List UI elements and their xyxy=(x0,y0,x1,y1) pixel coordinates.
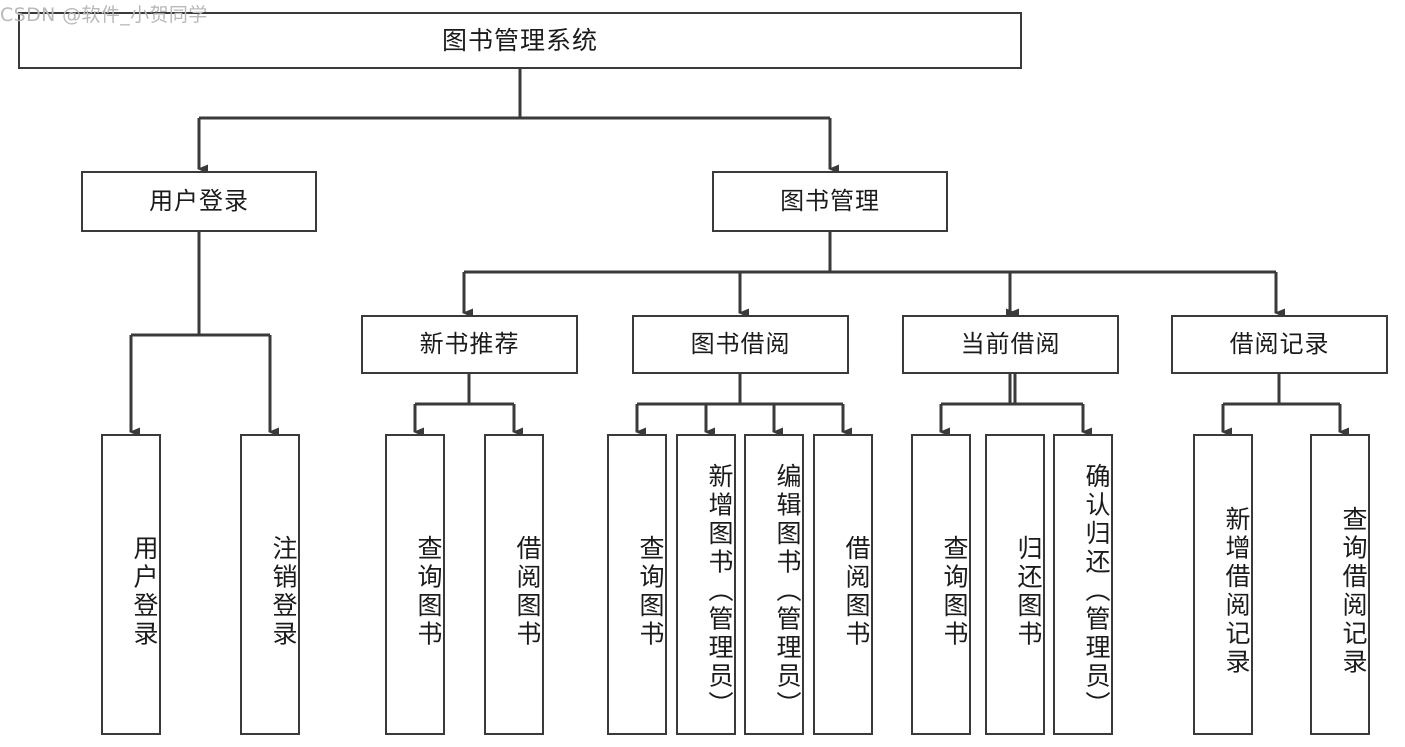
node-leaf-query-book-borrow[interactable]: 查询图书 xyxy=(607,434,667,735)
node-label: 查询图书 xyxy=(414,534,443,649)
node-label: 当前借阅 xyxy=(960,330,1061,359)
node-leaf-add-borrow-record[interactable]: 新增借阅记录 xyxy=(1193,434,1253,735)
node-user-login[interactable]: 用户登录 xyxy=(81,171,317,232)
node-leaf-edit-book-admin[interactable]: 编辑图书（管理员） xyxy=(744,434,804,735)
csdn-watermark: CSDN @软件_小贺同学 xyxy=(0,4,208,26)
node-leaf-query-book-rec[interactable]: 查询图书 xyxy=(385,434,445,735)
node-label: 借阅记录 xyxy=(1229,330,1330,359)
node-label: 编辑图书（管理员） xyxy=(773,463,802,720)
node-leaf-borrow-book-rec[interactable]: 借阅图书 xyxy=(484,434,544,735)
node-label: 图书管理 xyxy=(780,187,880,216)
node-label: 确认归还（管理员） xyxy=(1082,463,1111,720)
node-borrow-record[interactable]: 借阅记录 xyxy=(1171,315,1388,374)
node-label: 借阅图书 xyxy=(842,534,871,649)
node-label: 查询图书 xyxy=(940,534,969,649)
node-label: 注销登录 xyxy=(269,534,298,649)
node-label: 图书借阅 xyxy=(690,330,791,359)
node-label: 新增借阅记录 xyxy=(1222,506,1251,677)
node-label: 用户登录 xyxy=(149,187,249,216)
node-label: 查询借阅记录 xyxy=(1339,506,1368,677)
node-book-borrow[interactable]: 图书借阅 xyxy=(632,315,849,374)
node-label: 新书推荐 xyxy=(419,330,520,359)
node-label: 归还图书 xyxy=(1014,534,1043,649)
node-leaf-query-borrow-record[interactable]: 查询借阅记录 xyxy=(1310,434,1370,735)
node-leaf-borrow-book[interactable]: 借阅图书 xyxy=(813,434,873,735)
node-leaf-add-book-admin[interactable]: 新增图书（管理员） xyxy=(676,434,736,735)
node-label: 查询图书 xyxy=(636,534,665,649)
node-book-manage[interactable]: 图书管理 xyxy=(712,171,948,232)
node-label: 借阅图书 xyxy=(513,534,542,649)
node-root[interactable]: 图书管理系统 xyxy=(18,12,1022,69)
node-leaf-user-login[interactable]: 用户登录 xyxy=(101,434,161,735)
node-leaf-return-book[interactable]: 归还图书 xyxy=(985,434,1045,735)
node-leaf-query-book-cur[interactable]: 查询图书 xyxy=(911,434,971,735)
node-label: 图书管理系统 xyxy=(441,25,598,55)
node-label: 用户登录 xyxy=(130,534,159,649)
node-label: 新增图书（管理员） xyxy=(705,463,734,720)
node-new-book-recommend[interactable]: 新书推荐 xyxy=(361,315,578,374)
node-leaf-confirm-return-admin[interactable]: 确认归还（管理员） xyxy=(1053,434,1113,735)
node-current-borrow[interactable]: 当前借阅 xyxy=(902,315,1119,374)
node-leaf-logout[interactable]: 注销登录 xyxy=(240,434,300,735)
